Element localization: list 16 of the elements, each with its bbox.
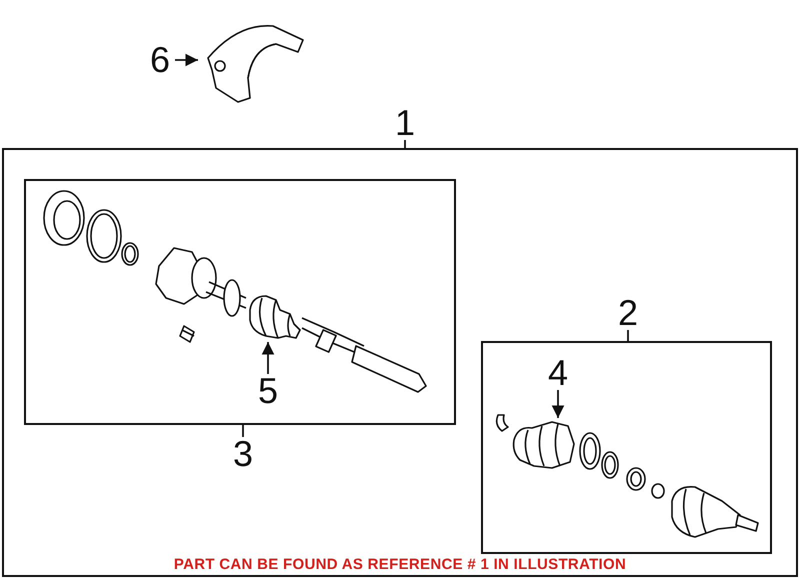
group-frame [24,179,456,425]
leader-line [404,140,406,148]
group-frame [2,148,798,577]
callout-number: 1 [394,106,416,140]
group-frame [481,341,772,554]
callout-number: 2 [616,296,640,330]
leader-line [242,425,244,437]
callout-number: 6 [148,43,172,77]
callout-number: 4 [546,356,570,390]
callout-number: 3 [232,437,254,471]
leader-arrow [552,390,564,418]
leader-line [627,330,629,341]
callout-number: 5 [256,374,280,408]
leader-arrow [262,342,274,374]
leader-arrow [175,54,198,66]
caption: PART CAN BE FOUND AS REFERENCE # 1 IN ILLUSTRATION [172,556,628,573]
